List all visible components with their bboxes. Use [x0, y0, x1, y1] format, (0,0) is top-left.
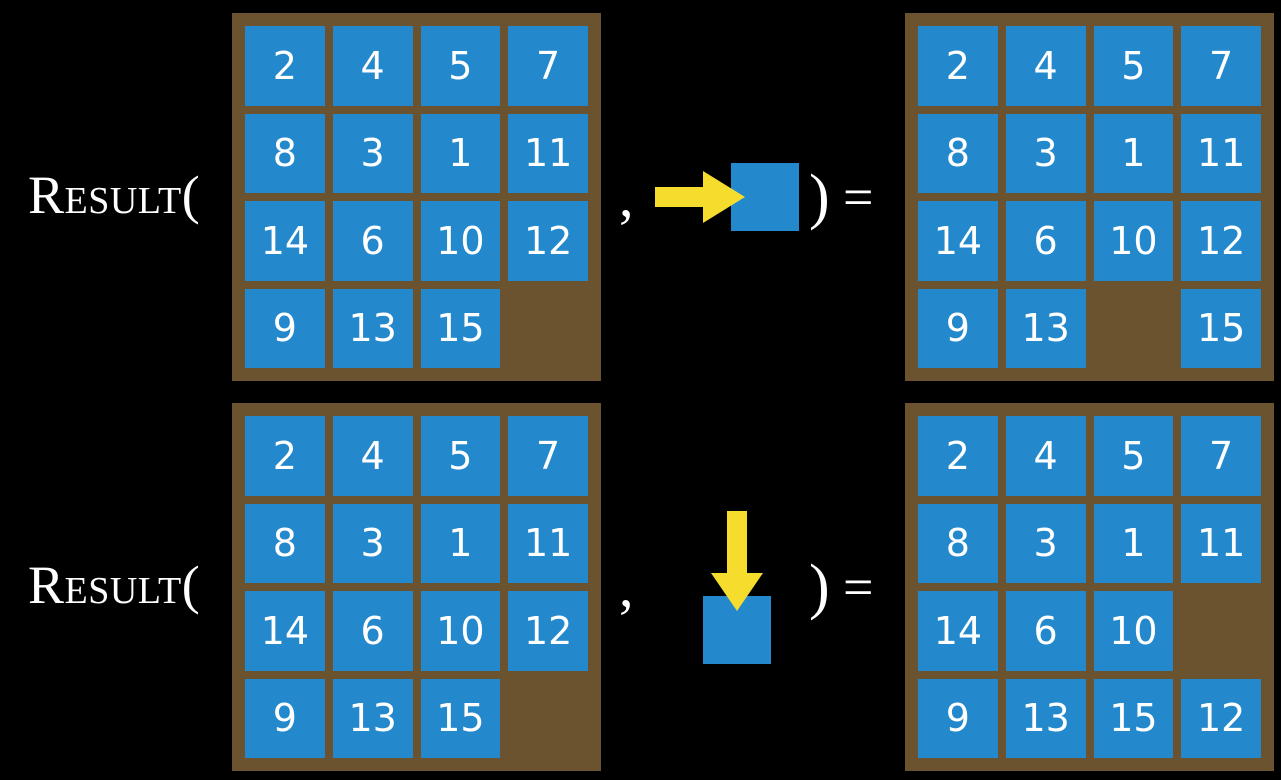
input-board-2: 2 4 5 7 8 3 1 11 14 6 10 12 9 13 15	[232, 403, 601, 771]
tile[interactable]: 14	[918, 201, 998, 281]
tile[interactable]: 1	[420, 503, 501, 583]
tile[interactable]: 15	[420, 288, 501, 368]
tile[interactable]: 10	[1093, 591, 1174, 671]
tile[interactable]: 12	[508, 201, 588, 281]
tile[interactable]: 2	[245, 416, 325, 496]
equals-sign-2: =	[843, 557, 874, 617]
tile[interactable]: 5	[1093, 416, 1174, 496]
tile[interactable]: 10	[420, 591, 501, 671]
tile[interactable]: 7	[1181, 416, 1261, 496]
tile[interactable]: 3	[332, 113, 413, 193]
tile[interactable]: 2	[918, 416, 998, 496]
tile[interactable]: 2	[918, 26, 998, 106]
tile[interactable]: 12	[508, 591, 588, 671]
output-board-1: 2 4 5 7 8 3 1 11 14 6 10 12 9 13 15	[905, 13, 1274, 381]
arrow-right-icon	[655, 171, 745, 223]
tile[interactable]: 14	[245, 201, 325, 281]
tile[interactable]: 4	[332, 416, 413, 496]
equation-row-2: Result( 2 4 5 7 8 3 1 11 14 6 10 12 9 13…	[0, 390, 1281, 780]
input-board-1: 2 4 5 7 8 3 1 11 14 6 10 12 9 13 15	[232, 13, 601, 381]
tile[interactable]: 3	[1005, 113, 1086, 193]
tile[interactable]: 8	[245, 113, 325, 193]
tile[interactable]: 9	[918, 288, 998, 368]
empty-slot	[508, 679, 588, 759]
tile[interactable]: 1	[1093, 113, 1174, 193]
tile[interactable]: 13	[1005, 288, 1086, 368]
tile[interactable]: 9	[918, 678, 998, 758]
comma-separator-2: ,	[619, 554, 634, 619]
tile[interactable]: 15	[1181, 288, 1261, 368]
tile[interactable]: 14	[918, 591, 998, 671]
tile[interactable]: 15	[1093, 678, 1174, 758]
tile[interactable]: 8	[918, 113, 998, 193]
tile[interactable]: 6	[332, 591, 413, 671]
comma-separator-1: ,	[619, 164, 634, 229]
tile[interactable]: 13	[332, 678, 413, 758]
tile[interactable]: 4	[1005, 416, 1086, 496]
tile[interactable]: 14	[245, 591, 325, 671]
tile[interactable]: 12	[1181, 201, 1261, 281]
equals-sign-1: =	[843, 167, 874, 227]
equation-row-1: Result( 2 4 5 7 8 3 1 11 14 6 10 12 9 13…	[28, 13, 1274, 381]
tile[interactable]: 1	[420, 113, 501, 193]
operator-area-2: , ) =	[601, 403, 905, 771]
tile[interactable]: 6	[332, 201, 413, 281]
tile[interactable]: 11	[1181, 113, 1261, 193]
input-board-1-grid: 2 4 5 7 8 3 1 11 14 6 10 12 9 13 15	[245, 26, 588, 368]
tile[interactable]: 7	[508, 26, 588, 106]
tile[interactable]: 6	[1005, 591, 1086, 671]
input-board-2-grid: 2 4 5 7 8 3 1 11 14 6 10 12 9 13 15	[245, 416, 588, 758]
tile[interactable]: 13	[1005, 678, 1086, 758]
tile[interactable]: 10	[1093, 201, 1174, 281]
tile[interactable]: 6	[1005, 201, 1086, 281]
tile[interactable]: 12	[1181, 678, 1261, 758]
operator-area-1: , ) =	[601, 13, 905, 381]
tile[interactable]: 5	[420, 26, 501, 106]
tile[interactable]: 2	[245, 26, 325, 106]
empty-slot	[508, 289, 588, 369]
move-action-right-1[interactable]	[641, 13, 811, 381]
output-board-2: 2 4 5 7 8 3 1 11 14 6 10 9 13 15 12	[905, 403, 1274, 771]
tile[interactable]: 10	[420, 201, 501, 281]
tile[interactable]: 5	[420, 416, 501, 496]
tile[interactable]: 1	[1093, 503, 1174, 583]
tile[interactable]: 11	[508, 503, 588, 583]
output-board-1-grid: 2 4 5 7 8 3 1 11 14 6 10 12 9 13 15	[918, 26, 1261, 368]
tile[interactable]: 13	[332, 288, 413, 368]
tile[interactable]: 9	[245, 678, 325, 758]
empty-slot	[1094, 289, 1174, 369]
tile[interactable]: 15	[420, 678, 501, 758]
empty-slot	[1181, 591, 1261, 671]
tile[interactable]: 4	[1005, 26, 1086, 106]
tile[interactable]: 8	[245, 503, 325, 583]
tile[interactable]: 7	[1181, 26, 1261, 106]
tile[interactable]: 4	[332, 26, 413, 106]
tile[interactable]: 9	[245, 288, 325, 368]
result-label-1: Result(	[28, 165, 201, 225]
tile[interactable]: 8	[918, 503, 998, 583]
move-action-down-2[interactable]	[641, 403, 811, 771]
output-board-2-grid: 2 4 5 7 8 3 1 11 14 6 10 9 13 15 12	[918, 416, 1261, 758]
result-label-2: Result(	[28, 555, 201, 615]
close-paren-2: )	[809, 553, 830, 621]
tile[interactable]: 5	[1093, 26, 1174, 106]
tile[interactable]: 3	[1005, 503, 1086, 583]
tile[interactable]: 11	[508, 113, 588, 193]
arrow-down-icon	[711, 511, 763, 611]
close-paren-1: )	[809, 163, 830, 231]
tile[interactable]: 3	[332, 503, 413, 583]
tile[interactable]: 11	[1181, 503, 1261, 583]
tile[interactable]: 7	[508, 416, 588, 496]
